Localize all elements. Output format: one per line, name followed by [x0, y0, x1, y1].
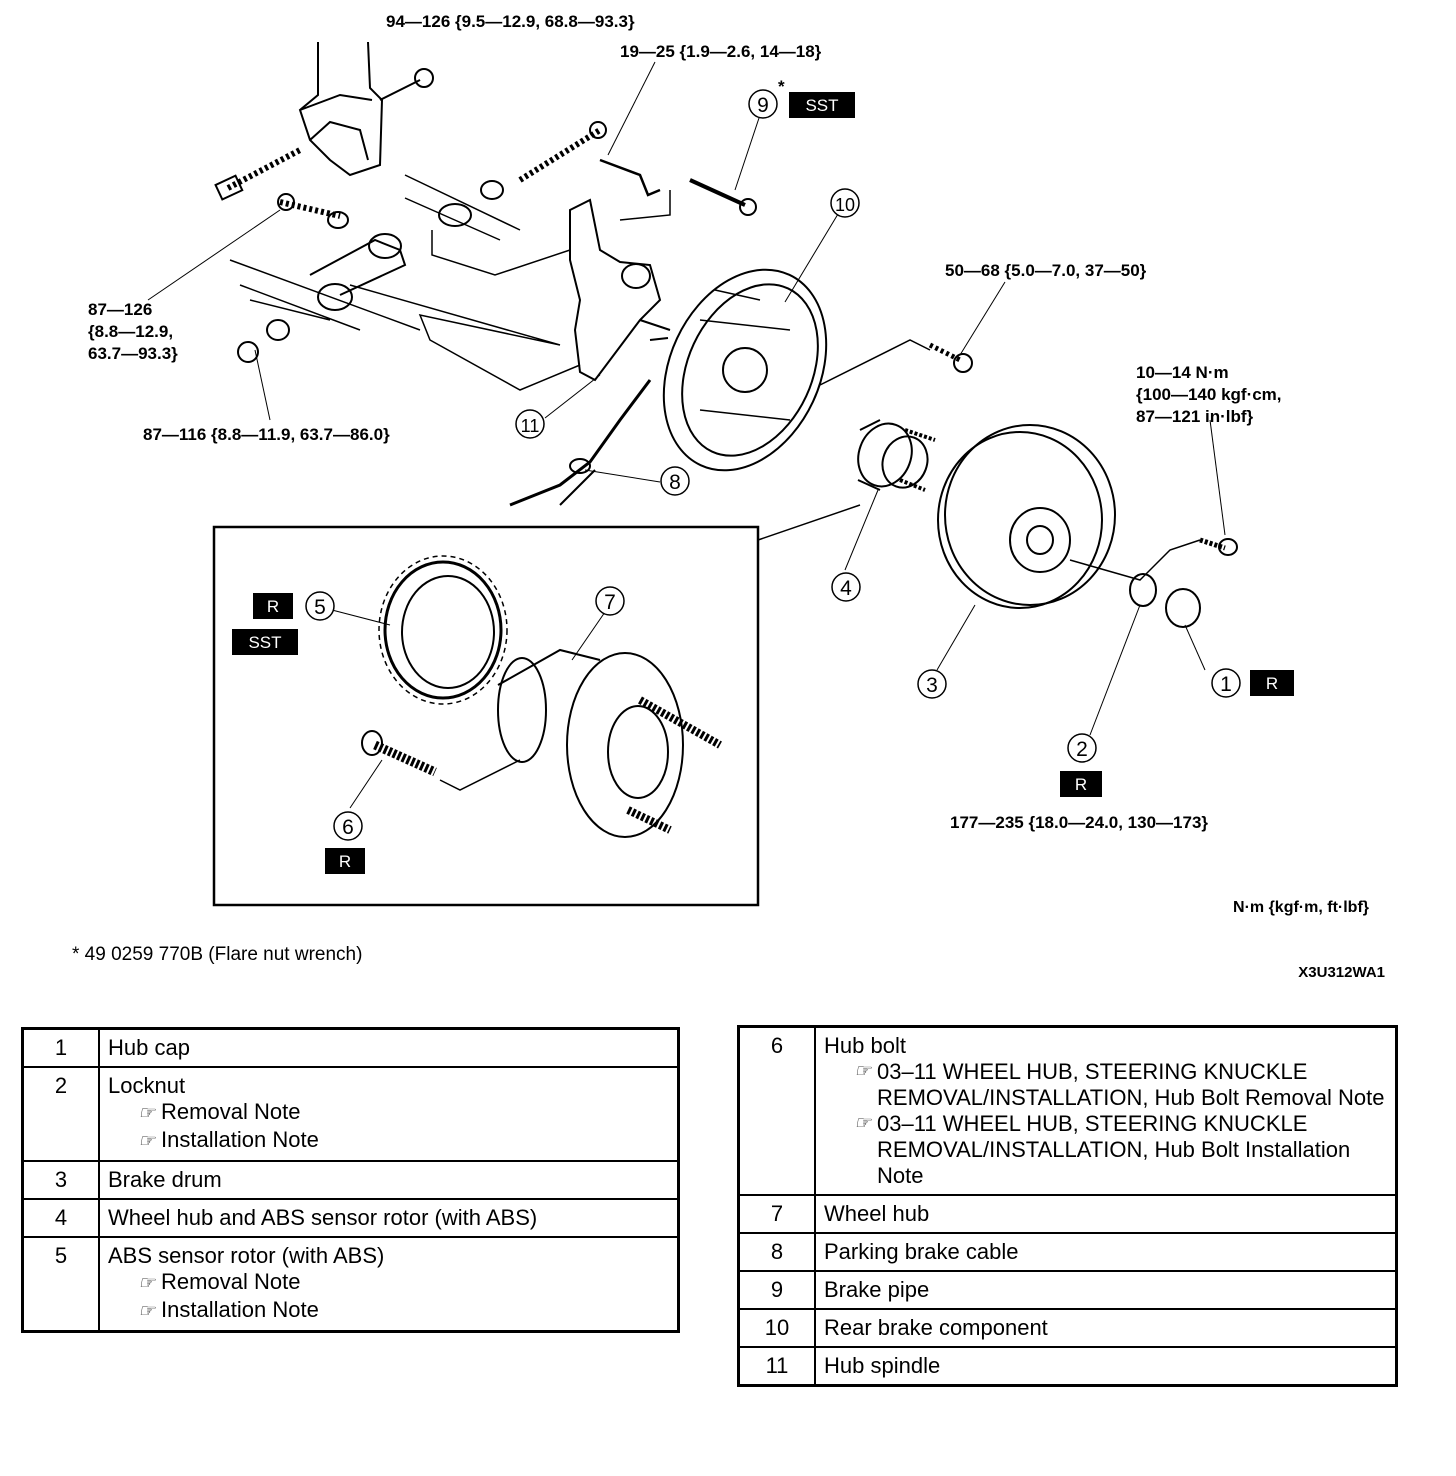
table-row: 5 ABS sensor rotor (with ABS) ☞Removal N… — [21, 1236, 680, 1333]
torque-strut-nut: 94—126 {9.5—12.9, 68.8—93.3} — [386, 12, 635, 31]
parking-brake-cable — [509, 379, 652, 507]
torque-lower-arm-1: 87—126 — [88, 300, 152, 319]
callout-4: 4 — [840, 577, 852, 600]
abs-rotor — [383, 560, 503, 700]
asterisk-mark: * — [778, 77, 785, 96]
r-tag-hub-cap: R — [1266, 674, 1278, 693]
torque-lower-nut: 87—116 {8.8—11.9, 63.7—86.0} — [143, 425, 390, 444]
table-row: 4 Wheel hub and ABS sensor rotor (with A… — [21, 1198, 680, 1238]
table-row: 11 Hub spindle — [737, 1346, 1398, 1387]
strut-bracket — [298, 41, 384, 177]
part-number: 8 — [737, 1232, 816, 1272]
reference-icon: ☞ — [138, 1103, 156, 1124]
wheel-hub-small — [857, 422, 913, 488]
part-number: 4 — [21, 1198, 100, 1238]
part-number: 10 — [737, 1308, 816, 1348]
part-name: Hub spindle — [814, 1346, 1398, 1387]
table-row: 10 Rear brake component — [737, 1308, 1398, 1348]
table-row: 8 Parking brake cable — [737, 1232, 1398, 1272]
part-name: Brake pipe — [814, 1270, 1398, 1310]
parts-table-right: 6 Hub bolt ☞03–11 WHEEL HUB, STEERING KN… — [737, 1025, 1398, 1387]
sst-tag-brake-pipe: SST — [805, 96, 838, 115]
strut-bolt — [226, 147, 302, 191]
callout-8: 8 — [669, 471, 681, 494]
callout-2: 2 — [1076, 738, 1088, 761]
torque-units: N·m {kgf·m, ft·lbf} — [1233, 899, 1369, 916]
table-row: 7 Wheel hub — [737, 1194, 1398, 1234]
callout-3: 3 — [926, 674, 938, 697]
part-number: 9 — [737, 1270, 816, 1310]
table-row: 9 Brake pipe — [737, 1270, 1398, 1310]
part-number: 11 — [737, 1346, 816, 1387]
callout-9: 9 — [757, 94, 769, 117]
callout-10: 10 — [835, 195, 855, 215]
torque-drum-screw-1: 10—14 N·m — [1136, 363, 1229, 382]
table-row: 2 Locknut ☞Removal Note ☞Installation No… — [21, 1066, 680, 1162]
torque-brake-pipe: 19—25 {1.9—2.6, 14—18} — [620, 42, 822, 61]
sst-tag-abs-rotor: SST — [248, 633, 281, 652]
removal-note-link[interactable]: ☞Removal Note — [138, 1269, 301, 1294]
table-row: 3 Brake drum — [21, 1160, 680, 1200]
r-tag-locknut: R — [1075, 775, 1087, 794]
hub-bolt-removal-link[interactable]: ☞03–11 WHEEL HUB, STEERING KNUCKLE REMOV… — [854, 1059, 1385, 1110]
torque-lower-arm-3: 63.7—93.3} — [88, 344, 178, 363]
torque-drum-screw-2: {100—140 kgf·cm, — [1136, 385, 1282, 404]
installation-note-link[interactable]: ☞Installation Note — [138, 1297, 319, 1322]
reference-icon: ☞ — [854, 1061, 872, 1082]
part-number: 3 — [21, 1160, 100, 1200]
reference-icon: ☞ — [138, 1131, 156, 1152]
callout-7: 7 — [604, 591, 616, 614]
hub-spindle — [569, 198, 662, 382]
torque-lower-arm-2: {8.8—12.9, — [88, 322, 173, 341]
part-name: ABS sensor rotor (with ABS) ☞Removal Not… — [98, 1236, 680, 1333]
hub-bolt-installation-link[interactable]: ☞03–11 WHEEL HUB, STEERING KNUCKLE REMOV… — [854, 1111, 1351, 1188]
part-name: Parking brake cable — [814, 1232, 1398, 1272]
locknut — [1129, 573, 1157, 607]
torque-drum-screw-3: 87—121 in·lbf} — [1136, 407, 1254, 426]
lower-arm — [229, 259, 421, 331]
part-number: 2 — [21, 1066, 100, 1162]
brake-pipe-part — [689, 178, 746, 207]
part-name: Hub cap — [98, 1027, 680, 1068]
part-name: Wheel hub and ABS sensor rotor (with ABS… — [98, 1198, 680, 1238]
part-number: 6 — [737, 1025, 816, 1196]
footnote-sst: * 49 0259 770B (Flare nut wrench) — [72, 944, 363, 965]
reference-icon: ☞ — [138, 1301, 156, 1322]
callout-5: 5 — [314, 596, 326, 619]
r-tag-hub-bolt: R — [339, 852, 351, 871]
torque-backing-plate-bolt: 50—68 {5.0—7.0, 37—50} — [945, 261, 1147, 280]
parts-table-left: 1 Hub cap 2 Locknut ☞Removal Note ☞Insta… — [21, 1027, 680, 1333]
table-row: 6 Hub bolt ☞03–11 WHEEL HUB, STEERING KN… — [737, 1025, 1398, 1196]
part-name: Wheel hub — [814, 1194, 1398, 1234]
hub-cap — [1165, 588, 1201, 628]
wheel-hub-large — [497, 648, 601, 686]
figure-code: X3U312WA1 — [1298, 964, 1385, 981]
part-name: Brake drum — [98, 1160, 680, 1200]
part-number: 1 — [21, 1027, 100, 1068]
installation-note-link[interactable]: ☞Installation Note — [138, 1127, 319, 1152]
inset-box — [212, 525, 760, 907]
part-number: 5 — [21, 1236, 100, 1333]
table-row: 1 Hub cap — [21, 1027, 680, 1068]
part-number: 7 — [737, 1194, 816, 1234]
part-name: Locknut ☞Removal Note ☞Installation Note — [98, 1066, 680, 1162]
backing-plate — [662, 268, 828, 472]
reference-icon: ☞ — [138, 1273, 156, 1294]
part-name: Hub bolt ☞03–11 WHEEL HUB, STEERING KNUC… — [814, 1025, 1398, 1196]
callout-6: 6 — [342, 816, 354, 839]
brake-drum — [944, 424, 1116, 606]
hub-bolt — [373, 740, 437, 777]
part-name: Rear brake component — [814, 1308, 1398, 1348]
torque-locknut: 177—235 {18.0—24.0, 130—173} — [950, 813, 1208, 832]
removal-note-link[interactable]: ☞Removal Note — [138, 1099, 301, 1124]
upper-link — [404, 174, 521, 241]
callout-1: 1 — [1220, 673, 1232, 696]
reference-icon: ☞ — [854, 1113, 872, 1134]
r-tag-abs-rotor: R — [267, 597, 279, 616]
callout-11: 11 — [521, 416, 540, 436]
exploded-diagram: 94—126 {9.5—12.9, 68.8—93.3} 19—25 {1.9—… — [88, 12, 1294, 907]
